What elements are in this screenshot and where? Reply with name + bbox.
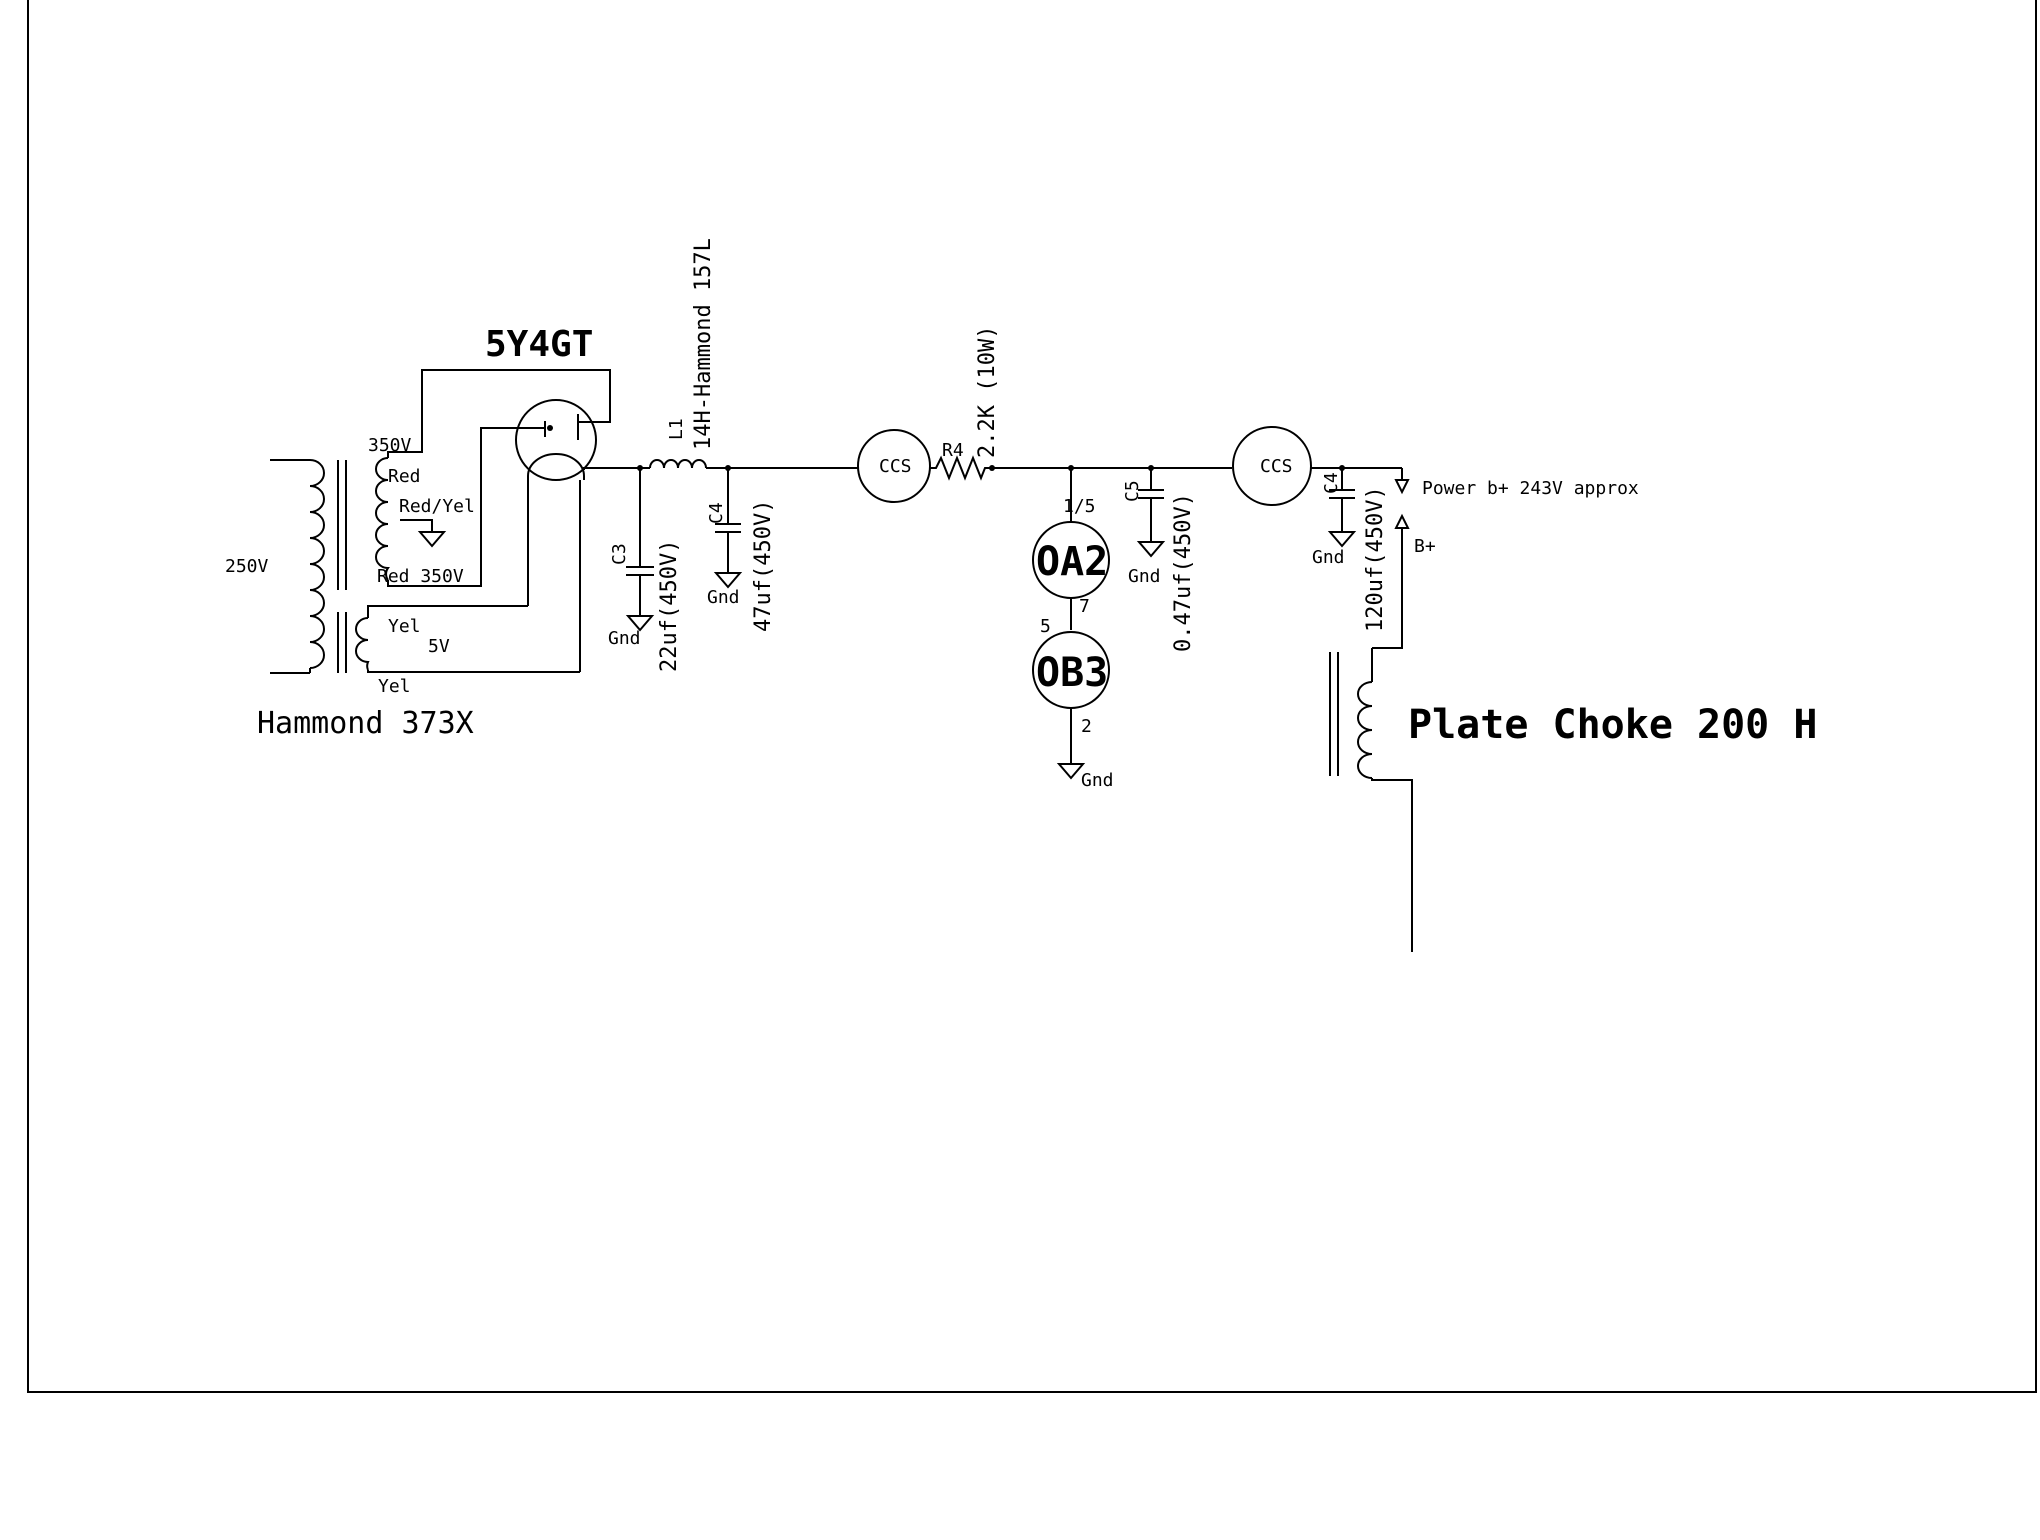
ob3-pin-top-label: 5 [1040,616,1051,637]
r4-ref-label: R4 [942,440,964,461]
ob3-gnd-label: Gnd [1081,770,1114,791]
regulator-tube-oa2 [1032,468,1110,630]
ccs-1 [857,429,931,503]
l1-ref-label: L1 [666,418,687,440]
junction-dot [547,425,553,431]
center-tap-label: Red/Yel [399,496,475,517]
c5-ref-label: C5 [1122,480,1143,502]
c4b-value-label: 120uf(450V) [1363,486,1388,632]
filament [527,453,585,480]
c3-value-label: 22uf(450V) [657,540,682,672]
ground-symbol-ct [417,531,447,548]
rectifier-label: 5Y4GT [485,324,593,365]
hv-top-label: 350V [368,435,412,456]
c3-ref-label: C3 [609,543,630,565]
filament-top-label: Yel [388,616,421,637]
bplus-label: B+ [1414,536,1436,557]
ccs2-label: CCS [1260,456,1293,477]
hv-secondary-winding [375,457,390,581]
c4a-ref-label: C4 [706,502,727,524]
plate-choke [1329,648,1413,952]
ccs1-label: CCS [879,456,912,477]
transformer-label: Hammond 373X [257,706,474,741]
plate-choke-label: Plate Choke 200 H [1408,702,1817,748]
c5-gnd-label: Gnd [1128,566,1161,587]
rectifier-tube-5y4gt [515,399,640,672]
power-transformer [270,369,611,674]
filament-voltage-label: 5V [428,636,450,657]
filament-bottom-label: Yel [378,676,411,697]
capacitor-c3 [625,468,655,632]
c4a-gnd-label: Gnd [707,587,740,608]
ccs-2 [1232,426,1312,506]
red-label: Red [388,466,421,487]
choke-l1 [649,459,858,469]
regulator-tube-ob3 [1032,631,1110,780]
ob3-name-label: OB3 [1036,650,1108,696]
ob3-pin-bottom-label: 2 [1081,716,1092,737]
c4b-gnd-label: Gnd [1312,547,1345,568]
hv-bottom-label: Red 350V [377,566,464,587]
primary-voltage-label: 250V [225,556,269,577]
c3-gnd-label: Gnd [608,628,641,649]
transformer-core [337,460,347,673]
bplus-arrow [1394,513,1410,536]
c4b-ref-label: C4 [1321,472,1342,494]
capacitor-c4-output [1327,468,1357,548]
capacitor-c5 [1136,468,1166,558]
output-label: Power b+ 243V approx [1422,478,1639,499]
sheet-border [27,0,2037,1393]
output-arrow [1394,468,1410,495]
filament-winding [355,605,580,673]
c5-value-label: 0.47uf(450V) [1171,493,1196,652]
oa2-name-label: OA2 [1036,539,1108,585]
l1-value-label: 14H-Hammond 157L [691,238,716,450]
oa2-pin-bottom-label: 7 [1079,596,1090,617]
capacitor-c4-filter [713,468,743,589]
resistor-r4 [930,455,992,481]
c4a-value-label: 47uf(450V) [751,500,776,632]
primary-winding [309,459,325,673]
r4-value-label: 2.2K (10W) [975,326,1000,458]
oa2-pin-top-label: 1/5 [1063,496,1096,517]
